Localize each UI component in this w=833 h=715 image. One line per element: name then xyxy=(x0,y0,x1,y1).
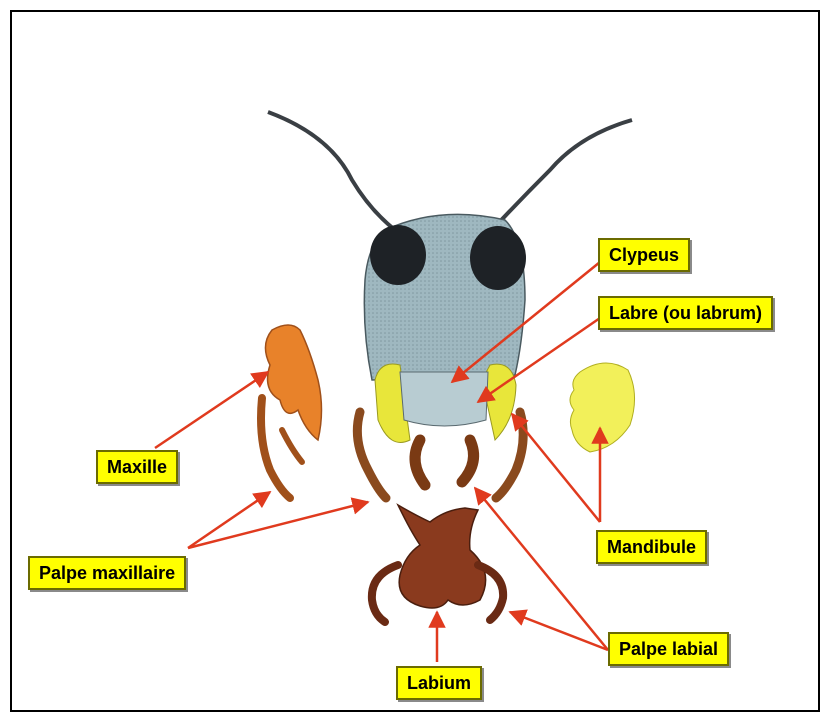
label-labre: Labre (ou labrum) xyxy=(598,296,773,330)
label-maxille: Maxille xyxy=(96,450,178,484)
clypeus-labrum xyxy=(400,372,488,426)
label-palpe-maxillaire: Palpe maxillaire xyxy=(28,556,186,590)
left-compound-eye xyxy=(370,225,426,285)
mandible-shape xyxy=(570,363,635,452)
labium-left-palp xyxy=(372,565,398,622)
maxilla-shape xyxy=(265,325,321,440)
label-labium: Labium xyxy=(396,666,482,700)
arrow-palpe-labial-1 xyxy=(475,488,608,650)
arrow-palpe-maxillaire-2 xyxy=(188,502,368,548)
left-antenna xyxy=(268,112,395,230)
label-mandibule: Mandibule xyxy=(596,530,707,564)
arrow-maxille xyxy=(155,372,268,448)
right-antenna xyxy=(490,120,632,232)
labium-shape xyxy=(398,505,486,608)
label-palpe-labial: Palpe labial xyxy=(608,632,729,666)
center-left-palp xyxy=(415,440,425,485)
maxillary-palp-inner xyxy=(282,430,302,462)
maxillary-palp xyxy=(261,398,290,498)
right-compound-eye xyxy=(470,226,526,290)
arrow-palpe-maxillaire-1 xyxy=(188,492,270,548)
label-clypeus: Clypeus xyxy=(598,238,690,272)
center-right-palp xyxy=(462,440,474,482)
